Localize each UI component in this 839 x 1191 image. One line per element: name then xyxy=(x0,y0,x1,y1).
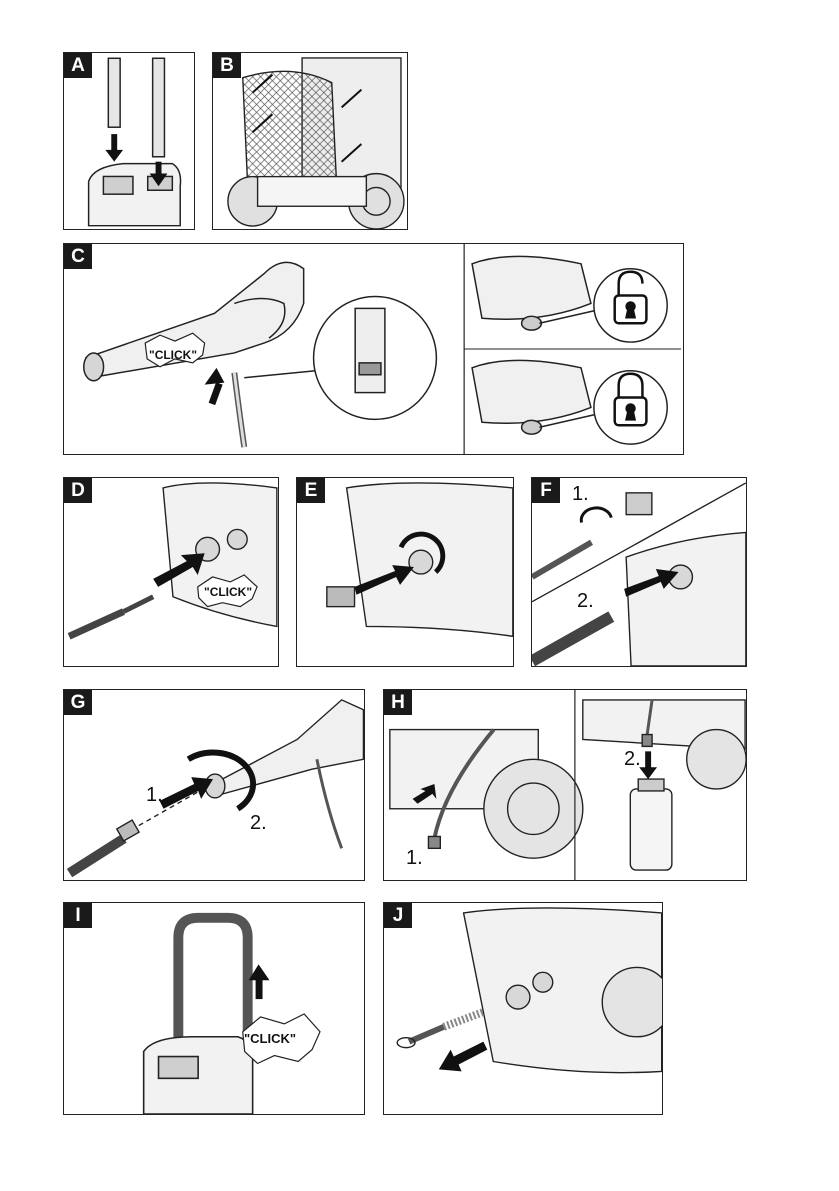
panel-label: F xyxy=(532,478,560,503)
click-label: "CLICK" xyxy=(149,348,197,362)
hose-connect-illustration xyxy=(64,478,278,666)
panel-h: H 1. 2. xyxy=(383,689,747,881)
panel-g: G 1. 2. xyxy=(63,689,365,881)
step-2-label: 2. xyxy=(250,812,267,835)
step-1-label: 1. xyxy=(406,847,423,870)
panel-j: J xyxy=(383,902,663,1115)
step-1-label: 1. xyxy=(146,784,163,807)
accessory-storage-illustration xyxy=(213,53,407,229)
panel-e: E xyxy=(296,477,514,667)
panel-b: B xyxy=(212,52,408,230)
click-label: "CLICK" xyxy=(204,585,252,599)
arrow-icon xyxy=(205,368,225,405)
lance-insertion-illustration xyxy=(64,690,364,880)
arrow-icon xyxy=(160,777,213,809)
step-1-label: 1. xyxy=(572,483,589,506)
panel-label: I xyxy=(64,903,92,928)
step-2-label: 2. xyxy=(577,590,594,613)
panel-label: D xyxy=(64,478,92,503)
garden-hose-coupling-illustration xyxy=(532,478,746,666)
click-label: "CLICK" xyxy=(244,1031,296,1046)
panel-i: I "CLICK" xyxy=(63,902,365,1115)
panel-label: E xyxy=(297,478,325,503)
step-2-label: 2. xyxy=(624,748,641,771)
filter-removal-illustration xyxy=(384,903,662,1114)
detergent-suction-illustration xyxy=(384,690,746,880)
panel-label: B xyxy=(213,53,241,78)
panel-label: H xyxy=(384,690,412,715)
panel-label: A xyxy=(64,53,92,78)
rotate-arrow-icon xyxy=(581,508,611,523)
panel-d: D "CLICK" xyxy=(63,477,279,667)
panel-c: C xyxy=(63,243,684,455)
handle-extend-illustration xyxy=(64,903,364,1114)
panel-f: F 1. 2. xyxy=(531,477,747,667)
arrow-icon xyxy=(439,1042,488,1072)
panel-label: G xyxy=(64,690,92,715)
handle-insertion-illustration xyxy=(64,53,194,229)
panel-a: A xyxy=(63,52,195,230)
panel-label: J xyxy=(384,903,412,928)
panel-label: C xyxy=(64,244,92,269)
adapter-screw-illustration xyxy=(297,478,513,666)
